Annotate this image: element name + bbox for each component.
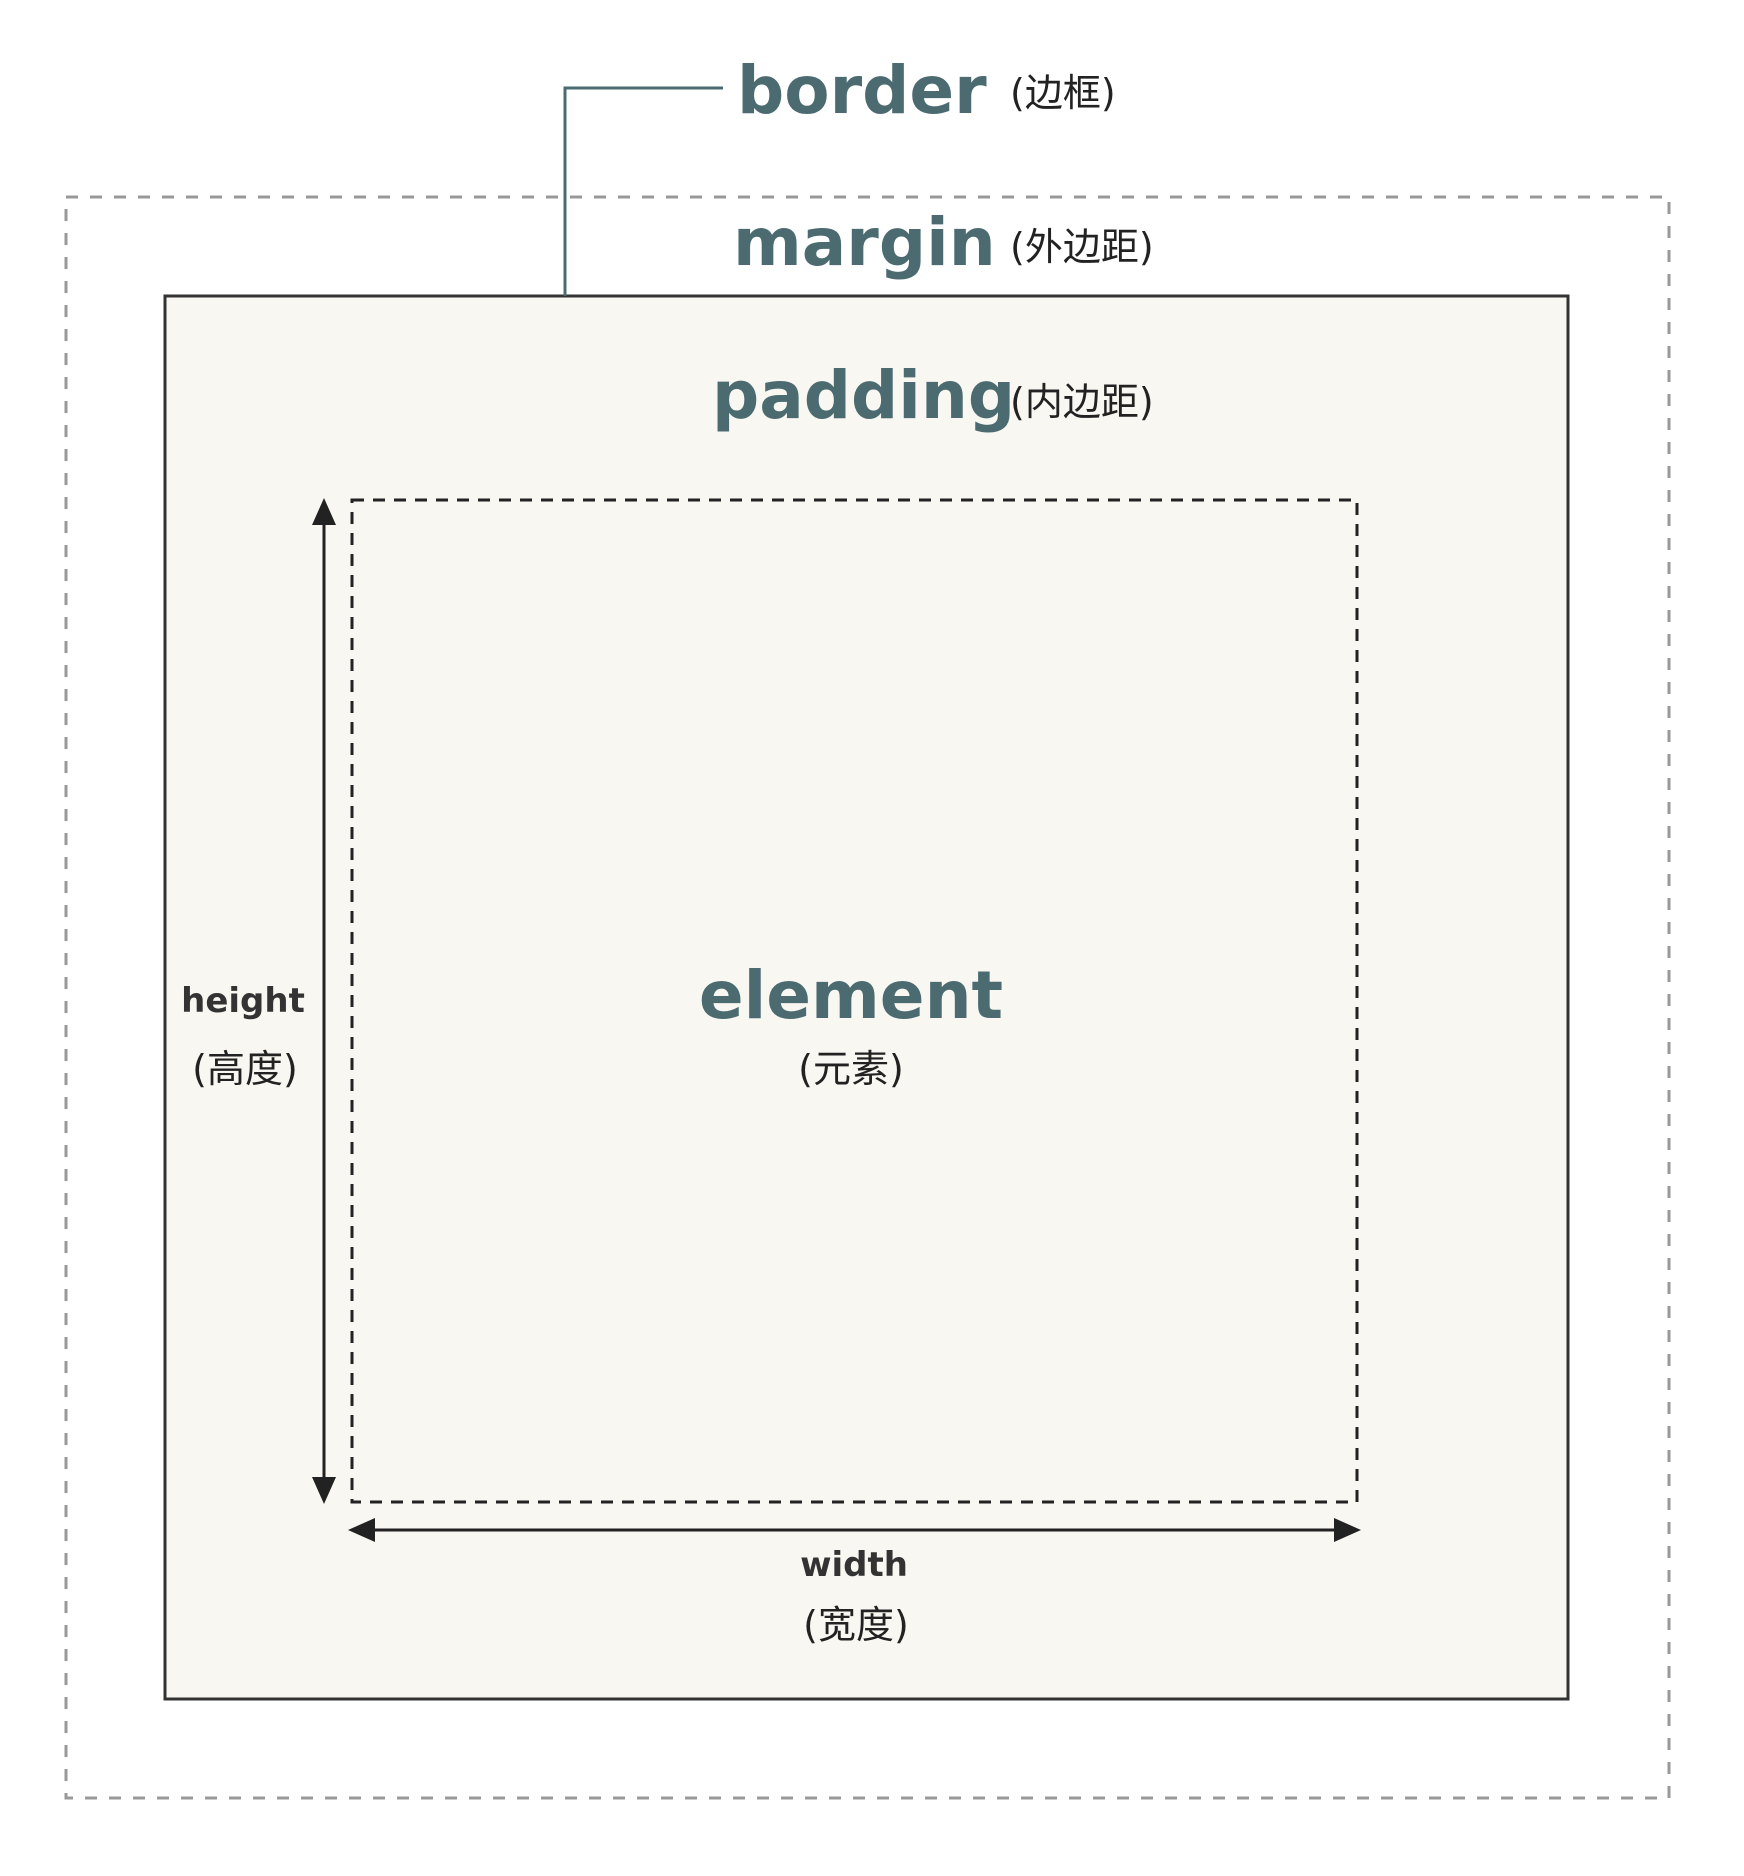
element-label-zh: (元素) [798,1047,904,1091]
border-label: border [737,52,987,129]
element-content-box [350,498,1359,1504]
height-label-zh: (高度) [192,1047,298,1091]
width-label-zh: (宽度) [803,1603,909,1647]
padding-label-zh: (内边距) [1010,380,1154,424]
border-box [163,294,1570,1701]
margin-label-zh: (外边距) [1010,225,1154,269]
margin-label: margin [733,204,996,281]
height-label: height [181,981,305,1021]
padding-label: padding [712,357,1015,434]
element-label: element [699,957,1003,1034]
border-leader-line [563,86,723,296]
margin-area [64,195,1671,1800]
border-label-zh: (边框) [1010,71,1116,115]
width-label: width [800,1545,908,1585]
